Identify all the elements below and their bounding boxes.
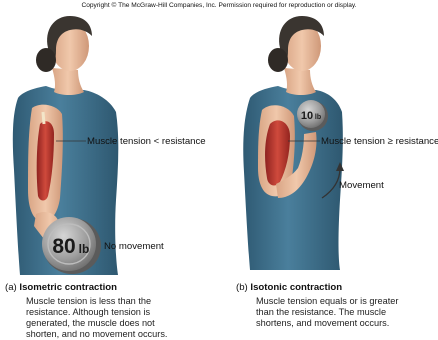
panel-a-caption-letter: (a) [5, 282, 17, 293]
panel-b-caption-line: than the resistance. The muscle [256, 307, 398, 318]
panel-a-caption-line: shorten, and no movement occurs. [26, 329, 167, 340]
panel-a-caption-line: Muscle tension is less than the [26, 296, 167, 307]
panel-b-caption-line: shortens, and movement occurs. [256, 318, 398, 329]
panel-a-tension-label: Muscle tension < resistance [87, 137, 206, 147]
panel-a-caption-title: (a) Isometric contraction [5, 283, 117, 293]
panel-b-caption-line: Muscle tension equals or is greater [256, 296, 398, 307]
panel-a-neck [52, 68, 84, 95]
panel-a-tendon-top [43, 112, 44, 124]
panel-b-hair-bun [268, 48, 288, 72]
panel-b-weight-unit: lb [315, 114, 321, 121]
panel-a-caption-body: Muscle tension is less than the resistan… [26, 296, 167, 340]
panel-b-weight-value: 10 [301, 110, 313, 122]
panel-b-tension-label: Muscle tension ≥ resistance [321, 137, 438, 147]
panel-b-caption-letter: (b) [236, 282, 248, 293]
panel-a-caption-name: Isometric contraction [19, 282, 117, 293]
panel-b-caption-title: (b) Isotonic contraction [236, 283, 342, 293]
panel-a-weight-value: 80 [52, 235, 75, 258]
panel-a-caption-line: resistance. Although tension is [26, 307, 167, 318]
panel-a-weight-unit: lb [79, 242, 90, 256]
panel-a-movement-label: No movement [104, 242, 164, 252]
panel-b-caption-body: Muscle tension equals or is greater than… [256, 296, 398, 329]
panel-a-hair-bun [36, 48, 56, 72]
panel-b-movement-label: Movement [339, 181, 384, 191]
panel-b-caption-name: Isotonic contraction [250, 282, 342, 293]
panel-b-neck [284, 68, 316, 95]
panel-a-caption-line: generated, the muscle does not [26, 318, 167, 329]
